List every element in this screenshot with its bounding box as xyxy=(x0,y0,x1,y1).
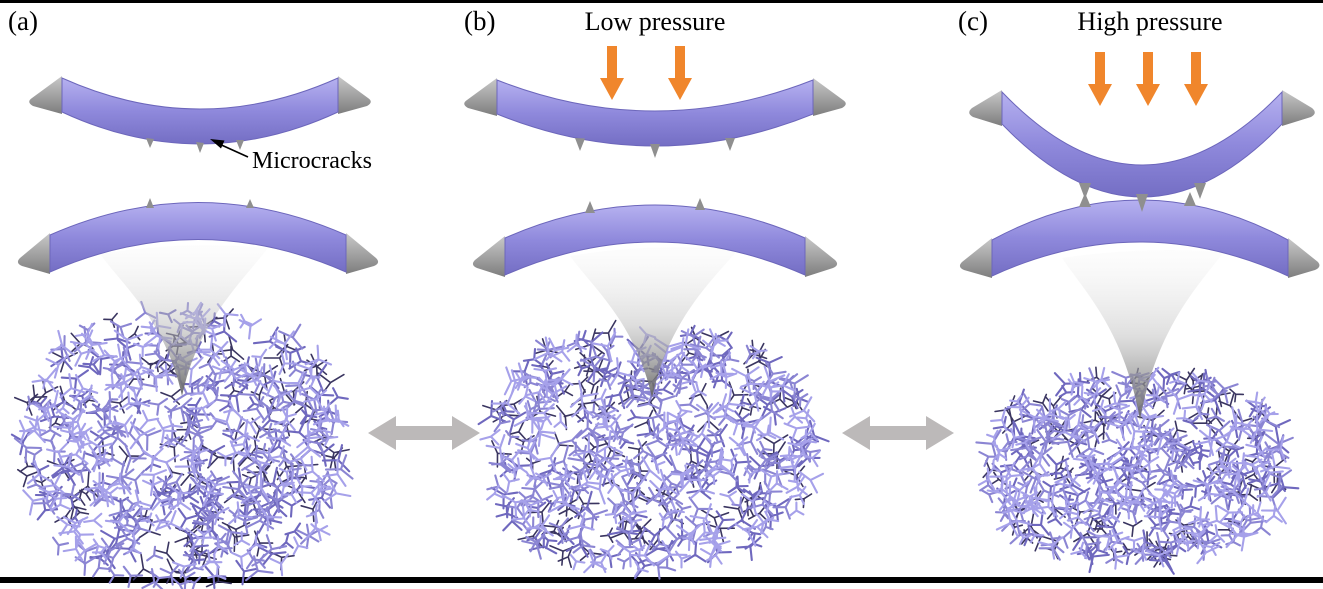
beam-body xyxy=(1001,90,1283,198)
microcrack xyxy=(575,138,585,151)
microcrack xyxy=(1079,183,1091,199)
beam-tip-left-icon xyxy=(464,78,497,116)
microcrack xyxy=(585,201,595,213)
pressure-arrow-icon xyxy=(1088,52,1112,106)
microcrack xyxy=(1136,194,1148,212)
magnifier-cone-c xyxy=(1062,250,1224,420)
panel-b: (b) Low pressure xyxy=(464,6,846,580)
microcrack xyxy=(650,144,660,158)
beam-tip-right-icon xyxy=(805,236,838,277)
beam-body xyxy=(496,79,814,147)
pressure-arrow-icon xyxy=(668,46,692,100)
magnifier-cone-b xyxy=(570,247,738,398)
beam-body xyxy=(61,77,339,145)
beam-tip-left-icon xyxy=(17,233,51,274)
panel-c: (c) High pressure xyxy=(958,6,1320,575)
microcrack xyxy=(1194,183,1206,199)
fiber-strands xyxy=(977,366,1291,570)
panel-label-a: (a) xyxy=(8,6,38,36)
pressure-arrow-icon xyxy=(600,46,624,100)
low-pressure-label: Low pressure xyxy=(585,7,726,36)
microcrack xyxy=(146,138,154,148)
microcrack xyxy=(196,142,204,153)
exchange-arrow-bc-icon xyxy=(842,416,954,450)
beam-tip-right-icon xyxy=(346,233,379,274)
microcrack xyxy=(236,140,244,150)
panel-a: (a) Microcracks xyxy=(8,6,379,589)
microcrack xyxy=(1079,193,1091,207)
panel-label-b: (b) xyxy=(464,6,495,36)
pressure-arrow-icon xyxy=(1184,52,1208,106)
annotation-arrowhead-icon xyxy=(210,139,225,149)
bottom-border-line xyxy=(0,577,1323,583)
beam-body xyxy=(504,204,806,276)
lower-beam-a xyxy=(17,198,379,274)
microcrack xyxy=(246,199,254,208)
beam-tip-left-icon xyxy=(29,76,62,114)
fiber-network-c xyxy=(975,366,1300,575)
lower-beam-c xyxy=(959,192,1320,278)
exchange-arrow-ab-icon xyxy=(368,416,480,450)
beam-tip-left-icon xyxy=(959,238,992,278)
fiber-strands xyxy=(479,326,825,578)
microcracks-label: Microcracks xyxy=(252,148,372,174)
upper-beam-b xyxy=(464,78,846,158)
microcrack xyxy=(725,138,735,151)
beam-tip-right-icon xyxy=(338,76,371,114)
microcracks-annotation: Microcracks xyxy=(210,139,372,174)
lower-beam-b xyxy=(472,198,838,277)
upper-beam-c xyxy=(969,90,1315,212)
fiber-network-b xyxy=(477,319,830,580)
beam-tip-left-icon xyxy=(969,90,1002,126)
upper-beam-a xyxy=(29,76,371,153)
microcrack xyxy=(695,198,705,210)
beam-tip-left-icon xyxy=(472,236,505,277)
magnifier-cone-a xyxy=(100,245,268,396)
pressure-arrows-b xyxy=(600,46,692,100)
beam-tip-right-icon xyxy=(813,78,846,116)
beam-tip-right-icon xyxy=(1282,90,1315,126)
top-border-line xyxy=(0,0,1323,3)
panel-label-c: (c) xyxy=(958,6,988,36)
beam-body xyxy=(991,199,1289,277)
high-pressure-label: High pressure xyxy=(1077,7,1222,36)
fiber-strands xyxy=(18,301,352,580)
pressure-arrow-icon xyxy=(1136,52,1160,106)
microcrack xyxy=(1184,192,1196,206)
beam-tip-right-icon xyxy=(1288,238,1320,278)
pressure-arrows-c xyxy=(1088,52,1208,106)
fiber-network-a xyxy=(10,300,354,589)
microcrack xyxy=(146,198,154,208)
